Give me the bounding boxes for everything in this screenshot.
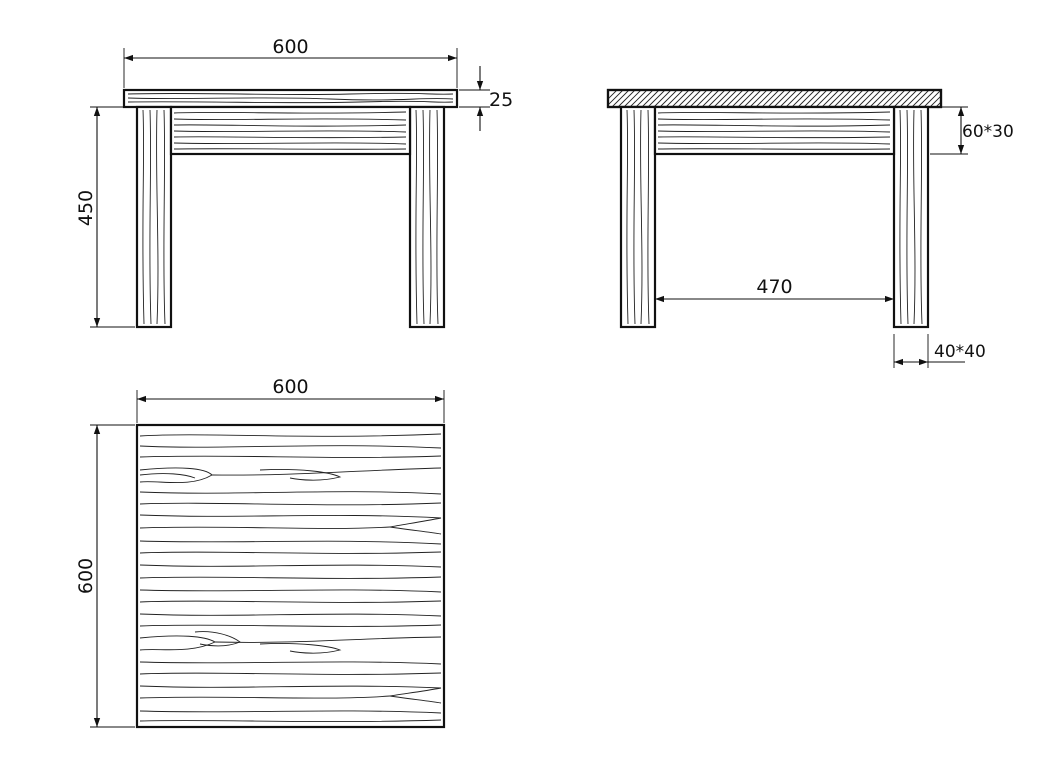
section-hatch-line (911, 90, 930, 107)
section-hatch-line (827, 90, 846, 107)
section-hatch-line (713, 90, 732, 107)
section-hatch-line (869, 90, 888, 107)
front-width-label: 600 (272, 36, 308, 58)
section-hatch-line (887, 90, 906, 107)
section-hatch-line (719, 90, 738, 107)
section-hatch-line (875, 90, 894, 107)
section-hatch-line (785, 90, 804, 107)
section-hatch-line (743, 90, 762, 107)
section-hatch-line (839, 90, 858, 107)
side-left-leg (619, 105, 657, 329)
section-hatch-line (773, 90, 792, 107)
front-left-leg (135, 105, 173, 329)
side-right-leg (892, 105, 930, 329)
section-hatch-line (761, 90, 780, 107)
section-hatch-line (653, 90, 672, 107)
section-hatch-line (935, 101, 941, 107)
section-hatch-line (948, 90, 965, 107)
section-hatch-line (683, 90, 702, 107)
section-hatch-line (641, 90, 660, 107)
section-hatch-line (755, 90, 774, 107)
section-hatch-line (695, 90, 714, 107)
section-hatch-line (707, 90, 726, 107)
section-hatch-line (821, 90, 840, 107)
section-hatch-line (779, 90, 798, 107)
section-hatch-line (942, 90, 959, 107)
top-width-label: 600 (272, 376, 308, 398)
section-hatch-line (899, 90, 918, 107)
section-hatch-line (893, 90, 912, 107)
section-hatch-line (857, 90, 876, 107)
section-hatch-line (611, 90, 630, 107)
section-hatch-line (851, 90, 870, 107)
front-right-leg (408, 105, 446, 329)
top-depth-label: 600 (75, 558, 97, 594)
section-hatch-line (815, 90, 834, 107)
section-hatch-line (617, 90, 636, 107)
section-hatch-line (803, 90, 822, 107)
section-hatch-line (797, 90, 816, 107)
section-hatch-line (917, 90, 936, 107)
side-view: 60*30 470 40*40 (606, 88, 1014, 368)
section-hatch-line (845, 90, 864, 107)
side-inner-span-label: 470 (756, 276, 792, 298)
section-hatch-line (671, 90, 690, 107)
side-apron-label: 60*30 (962, 122, 1014, 142)
front-apron (169, 105, 412, 156)
front-top-thickness-label: 25 (489, 89, 513, 111)
top-view-tabletop (135, 423, 446, 729)
section-hatch-line (701, 90, 720, 107)
section-hatch-line (749, 90, 768, 107)
front-height-label: 450 (75, 190, 97, 226)
section-hatch-line (635, 90, 654, 107)
section-hatch-line (863, 90, 882, 107)
section-hatch-line (905, 90, 924, 107)
side-apron (653, 105, 896, 156)
section-hatch-line (881, 90, 900, 107)
section-hatch-line (954, 90, 971, 107)
side-leg-label: 40*40 (934, 342, 986, 362)
section-hatch-line (659, 90, 678, 107)
section-hatch-line (923, 90, 941, 107)
section-hatch-line (647, 90, 666, 107)
section-hatch-line (665, 90, 684, 107)
section-hatch-line (623, 90, 642, 107)
section-hatch-line (929, 95, 941, 107)
section-hatch-line (677, 90, 696, 107)
top-view: 600 600 (75, 376, 446, 729)
section-hatch-line (737, 90, 756, 107)
section-hatch-line (689, 90, 708, 107)
section-hatch-line (809, 90, 828, 107)
section-hatch-line (725, 90, 744, 107)
section-hatch-line (629, 90, 648, 107)
section-hatch-line (731, 90, 750, 107)
section-hatch-line (767, 90, 786, 107)
front-view: 600 25 450 (75, 36, 513, 329)
section-hatch-line (791, 90, 810, 107)
section-hatch-line (833, 90, 852, 107)
